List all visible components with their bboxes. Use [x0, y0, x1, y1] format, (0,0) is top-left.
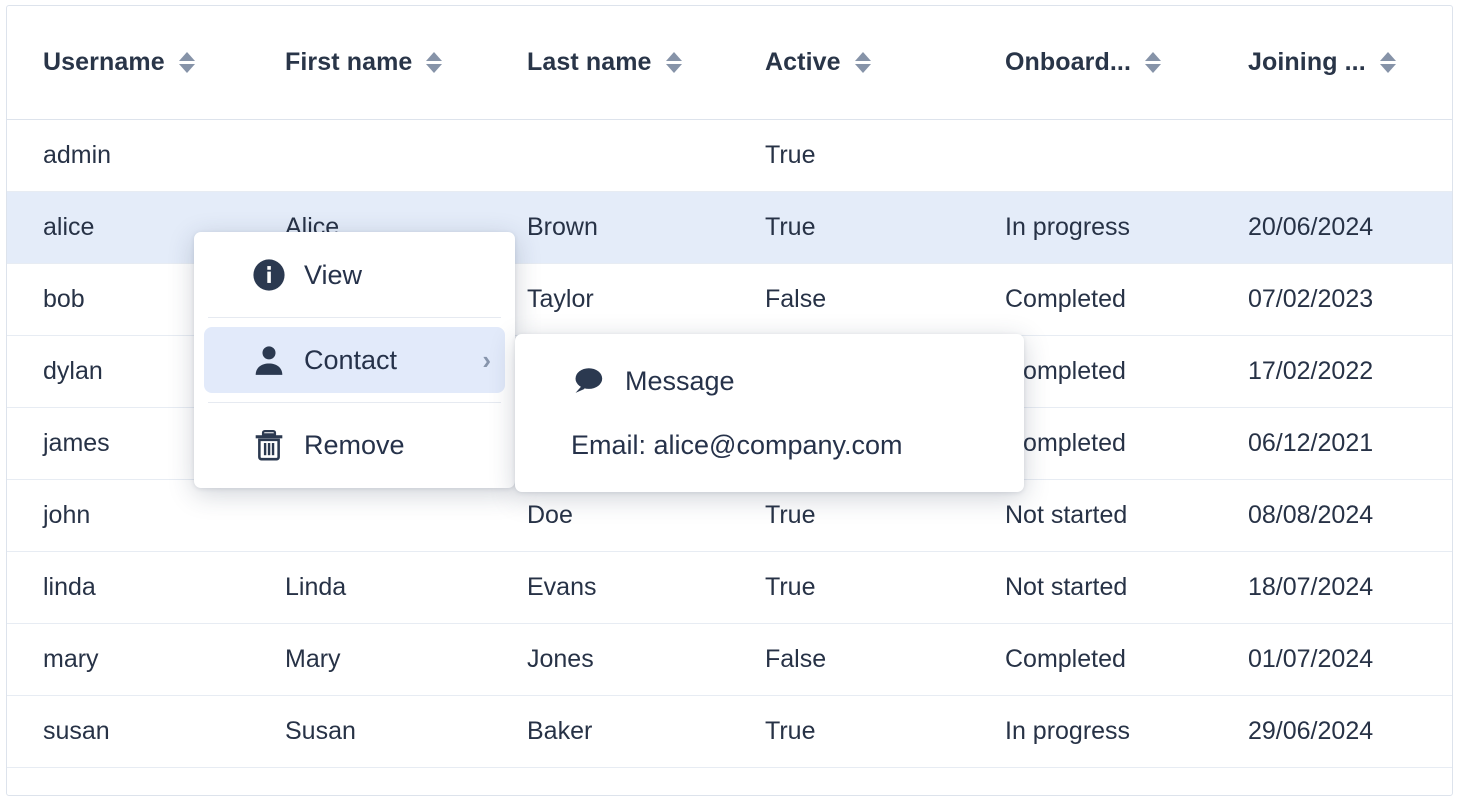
- cell-username[interactable]: susan: [7, 695, 249, 768]
- column-label-first-name: First name: [285, 47, 413, 76]
- cell-active[interactable]: False: [729, 263, 969, 336]
- cell-active[interactable]: True: [729, 551, 969, 624]
- sort-both-icon-active[interactable]: [854, 51, 871, 73]
- cell-first_name[interactable]: Mary: [249, 623, 491, 696]
- table-header: Username First name Last name: [7, 6, 1452, 120]
- cell-first_name[interactable]: [249, 479, 491, 552]
- cell-last_name[interactable]: Baker: [491, 695, 729, 768]
- table-row[interactable]: admin True: [7, 119, 1452, 192]
- column-label-joining: Joining ...: [1248, 47, 1366, 76]
- cell-joining[interactable]: 08/08/2024: [1212, 479, 1452, 552]
- submenu-item-email: Email: alice@company.com: [515, 414, 1024, 476]
- cell-joining[interactable]: [1212, 119, 1452, 192]
- column-label-onboarding: Onboard...: [1005, 47, 1131, 76]
- sort-both-icon-last-name[interactable]: [665, 51, 682, 73]
- cell-username[interactable]: mary: [7, 623, 249, 696]
- sort-both-icon-joining[interactable]: [1379, 51, 1396, 73]
- column-label-last-name: Last name: [527, 47, 652, 76]
- column-header-active[interactable]: Active: [729, 6, 969, 120]
- cell-onboarding[interactable]: Completed: [969, 263, 1212, 336]
- sort-both-icon-username[interactable]: [178, 51, 195, 73]
- context-menu-label-contact: Contact: [304, 344, 398, 375]
- cell-last_name[interactable]: [491, 119, 729, 192]
- chevron-right-icon: ›: [482, 345, 491, 375]
- cell-joining[interactable]: 20/06/2024: [1212, 191, 1452, 264]
- column-header-last-name[interactable]: Last name: [491, 6, 729, 120]
- cell-active[interactable]: True: [729, 695, 969, 768]
- cell-first_name[interactable]: [249, 119, 491, 192]
- speech-bubble-icon: [571, 364, 605, 398]
- cell-onboarding[interactable]: In progress: [969, 191, 1212, 264]
- cell-active[interactable]: False: [729, 623, 969, 696]
- sort-both-icon-onboarding[interactable]: [1145, 51, 1161, 73]
- cell-active[interactable]: True: [729, 191, 969, 264]
- cell-username[interactable]: john: [7, 479, 249, 552]
- person-icon: [252, 343, 286, 377]
- column-header-onboarding[interactable]: Onboard...: [969, 6, 1212, 120]
- context-menu-separator-1: [208, 317, 501, 318]
- cell-joining[interactable]: 07/02/2023: [1212, 263, 1452, 336]
- cell-onboarding[interactable]: Completed: [969, 623, 1212, 696]
- cell-joining[interactable]: 29/06/2024: [1212, 695, 1452, 768]
- submenu-label-email: Email: alice@company.com: [571, 429, 903, 460]
- cell-last_name[interactable]: Evans: [491, 551, 729, 624]
- context-menu-label-remove: Remove: [304, 429, 405, 460]
- cell-first_name[interactable]: Linda: [249, 551, 491, 624]
- column-header-first-name[interactable]: First name: [249, 6, 491, 120]
- column-header-username[interactable]: Username: [7, 6, 249, 120]
- column-label-active: Active: [765, 47, 841, 76]
- row-context-menu[interactable]: View Contact ›: [194, 232, 515, 488]
- cell-onboarding[interactable]: In progress: [969, 695, 1212, 768]
- context-menu-label-view: View: [304, 259, 363, 290]
- context-menu-item-contact[interactable]: Contact ›: [204, 327, 505, 393]
- cell-username[interactable]: admin: [7, 119, 249, 192]
- cell-first_name[interactable]: Susan: [249, 695, 491, 768]
- submenu-item-message[interactable]: Message: [515, 348, 1024, 414]
- cell-joining[interactable]: 01/07/2024: [1212, 623, 1452, 696]
- column-header-joining[interactable]: Joining ...: [1212, 6, 1452, 120]
- cell-onboarding[interactable]: [969, 119, 1212, 192]
- contact-submenu[interactable]: Message Email: alice@company.com: [515, 334, 1024, 492]
- cell-last_name[interactable]: Taylor: [491, 263, 729, 336]
- context-menu-separator-2: [208, 402, 501, 403]
- trash-icon: [252, 428, 286, 462]
- context-menu-item-remove[interactable]: Remove: [204, 412, 505, 478]
- header-row: Username First name Last name: [7, 6, 1452, 120]
- cell-last_name[interactable]: Jones: [491, 623, 729, 696]
- cell-active[interactable]: True: [729, 119, 969, 192]
- cell-username[interactable]: linda: [7, 551, 249, 624]
- info-circle-icon: [252, 258, 286, 292]
- cell-onboarding[interactable]: Not started: [969, 551, 1212, 624]
- submenu-label-message: Message: [625, 365, 735, 396]
- cell-last_name[interactable]: Brown: [491, 191, 729, 264]
- column-label-username: Username: [43, 47, 165, 76]
- cell-joining[interactable]: 06/12/2021: [1212, 407, 1452, 480]
- sort-both-icon-first-name[interactable]: [426, 51, 443, 73]
- context-menu-item-view[interactable]: View: [204, 242, 505, 308]
- cell-joining[interactable]: 18/07/2024: [1212, 551, 1452, 624]
- cell-joining[interactable]: 17/02/2022: [1212, 335, 1452, 408]
